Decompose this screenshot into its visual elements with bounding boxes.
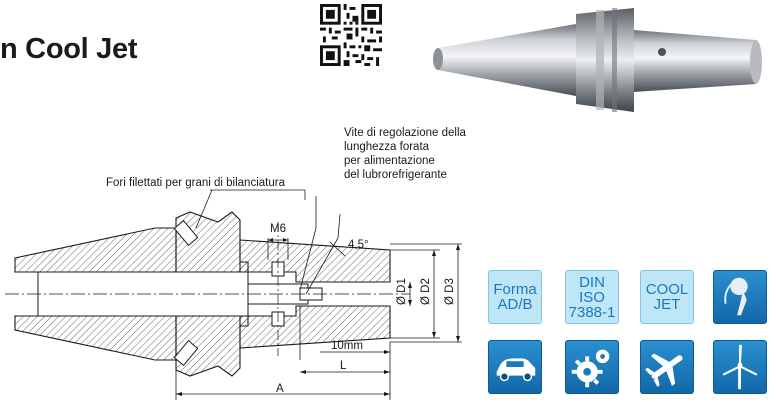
- badge-forma-line1: Forma: [493, 281, 537, 298]
- dim-d3: Ø D3: [444, 278, 456, 305]
- airplane-icon: [640, 340, 694, 394]
- badge-din: DIN ISO 7388-1: [565, 270, 619, 324]
- badge-din-line2: ISO: [579, 288, 605, 306]
- gear-icon: [565, 340, 619, 394]
- car-icon: [488, 340, 542, 394]
- dim-d1: Ø D1: [396, 278, 408, 305]
- label-balancing-holes: Fori filettati per grani di bilanciatura: [106, 177, 285, 189]
- qr-code[interactable]: [320, 4, 382, 66]
- dim-d2: Ø D2: [420, 278, 432, 305]
- badge-cooljet-line1: COOL: [645, 281, 689, 298]
- hip-implant-icon: [713, 270, 767, 324]
- dim-angle: 4,5°: [348, 239, 369, 251]
- dim-a: A: [276, 383, 284, 395]
- badge-cooljet-line2: JET: [653, 296, 681, 313]
- badge-forma-line2: AD/B: [497, 296, 533, 313]
- dim-l: L: [340, 360, 347, 372]
- product-photo: [433, 8, 762, 112]
- label-coolant-screw-3: per alimentazione: [344, 155, 435, 167]
- dim-m6: M6: [270, 223, 286, 235]
- badge-din-line1: DIN: [579, 273, 605, 291]
- label-coolant-screw-2: lunghezza forata: [344, 141, 430, 153]
- label-coolant-screw-4: del lubrorefrigerante: [344, 169, 447, 181]
- page-title: n Cool Jet: [0, 33, 138, 65]
- technical-drawing: [5, 189, 462, 400]
- label-coolant-screw-1: Vite di regolazione della: [344, 127, 466, 139]
- wind-turbine-icon: [713, 340, 767, 394]
- dim-10mm: 10mm: [331, 340, 363, 352]
- badge-cooljet: COOL JET: [640, 270, 694, 324]
- badge-din-line3: 7388-1: [568, 303, 616, 321]
- badge-forma: Forma AD/B: [488, 270, 542, 324]
